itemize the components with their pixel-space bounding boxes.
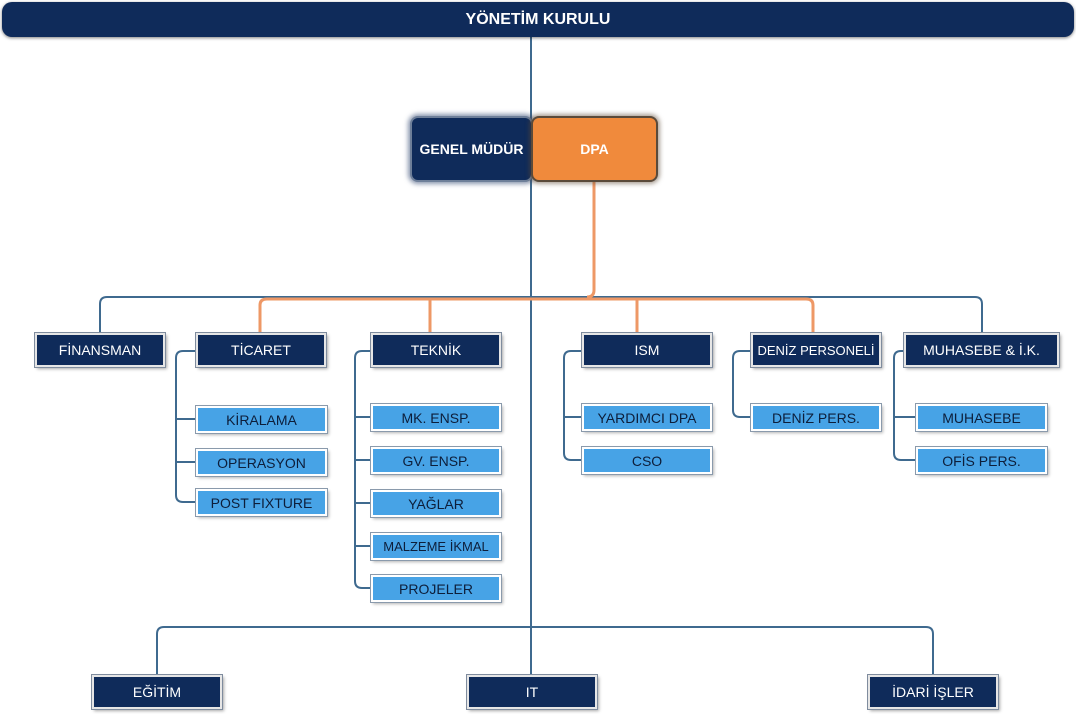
- unit-deniz-pers: DENİZ PERS.: [750, 403, 882, 432]
- unit-malzeme-ikmal: MALZEME İKMAL: [370, 532, 502, 561]
- dept-ticaret: TİCARET: [195, 332, 327, 368]
- board-title: YÖNETİM KURULU: [2, 2, 1074, 37]
- dept-muhasebe-ik: MUHASEBE & İ.K.: [903, 332, 1060, 368]
- dpa-box: DPA: [531, 116, 658, 182]
- unit-kiralama: KİRALAMA: [195, 405, 328, 434]
- dept-finansman: FİNANSMAN: [34, 332, 166, 368]
- unit-post-fixture: POST FIXTURE: [195, 488, 328, 517]
- unit-muhasebe: MUHASEBE: [915, 403, 1048, 432]
- general-manager-box: GENEL MÜDÜR: [410, 116, 533, 182]
- dept-egitim: EĞİTİM: [91, 674, 223, 710]
- unit-operasyon: OPERASYON: [195, 448, 328, 477]
- unit-projeler: PROJELER: [370, 574, 502, 603]
- dept-idari-isler: İDARİ İŞLER: [867, 674, 999, 710]
- unit-yaglar: YAĞLAR: [370, 489, 502, 518]
- unit-cso: CSO: [581, 446, 713, 475]
- unit-gv-ensp: GV. ENSP.: [370, 446, 502, 475]
- unit-mk-ensp: MK. ENSP.: [370, 403, 502, 432]
- dept-teknik: TEKNİK: [370, 332, 502, 368]
- dept-deniz-personeli: DENİZ PERSONELİ: [750, 332, 882, 368]
- dept-ism: ISM: [581, 332, 713, 368]
- unit-ofis-pers: OFİS PERS.: [915, 446, 1048, 475]
- dept-it: IT: [466, 674, 598, 710]
- unit-yardimci-dpa: YARDIMCI DPA: [581, 403, 713, 432]
